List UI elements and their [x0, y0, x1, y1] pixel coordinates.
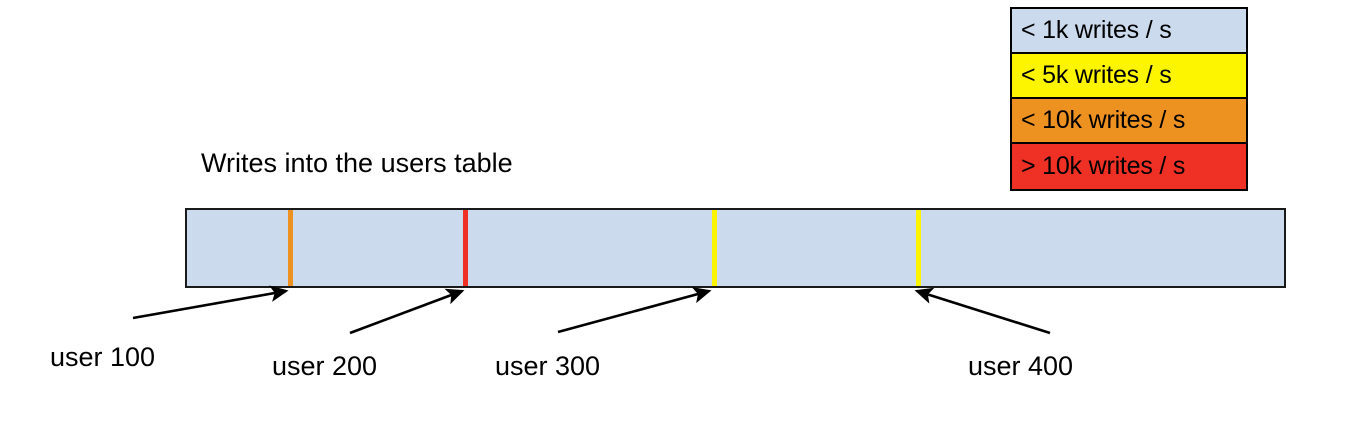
legend-row-lt-10k: < 10k writes / s: [1012, 99, 1246, 144]
legend-label-lt-1k: < 1k writes / s: [1021, 16, 1172, 44]
stripe-user-100: [288, 210, 293, 286]
callout-user-300: user 300: [495, 351, 601, 381]
legend-label-gt-10k: > 10k writes / s: [1021, 152, 1186, 180]
callout-user-100: user 100: [50, 342, 156, 372]
stripe-user-400: [916, 210, 921, 286]
legend-row-gt-10k: > 10k writes / s: [1012, 144, 1246, 189]
write-rate-legend: < 1k writes / s < 5k writes / s < 10k wr…: [1010, 7, 1248, 191]
callout-user-200: user 200: [272, 351, 378, 381]
callout-user-400: user 400: [968, 351, 1074, 381]
bar-title: Writes into the users table: [201, 148, 513, 178]
legend-row-lt-1k: < 1k writes / s: [1012, 9, 1246, 54]
legend-label-lt-10k: < 10k writes / s: [1021, 106, 1186, 134]
stripe-user-200: [463, 210, 468, 286]
arrow-user-300: [557, 287, 712, 334]
arrow-user-100: [132, 285, 289, 320]
users-table-bar: [185, 208, 1286, 288]
stripe-user-300: [712, 210, 717, 286]
legend-label-lt-5k: < 5k writes / s: [1021, 61, 1172, 89]
arrow-user-400: [914, 287, 1051, 335]
legend-row-lt-5k: < 5k writes / s: [1012, 54, 1246, 99]
arrow-user-200: [349, 288, 465, 335]
